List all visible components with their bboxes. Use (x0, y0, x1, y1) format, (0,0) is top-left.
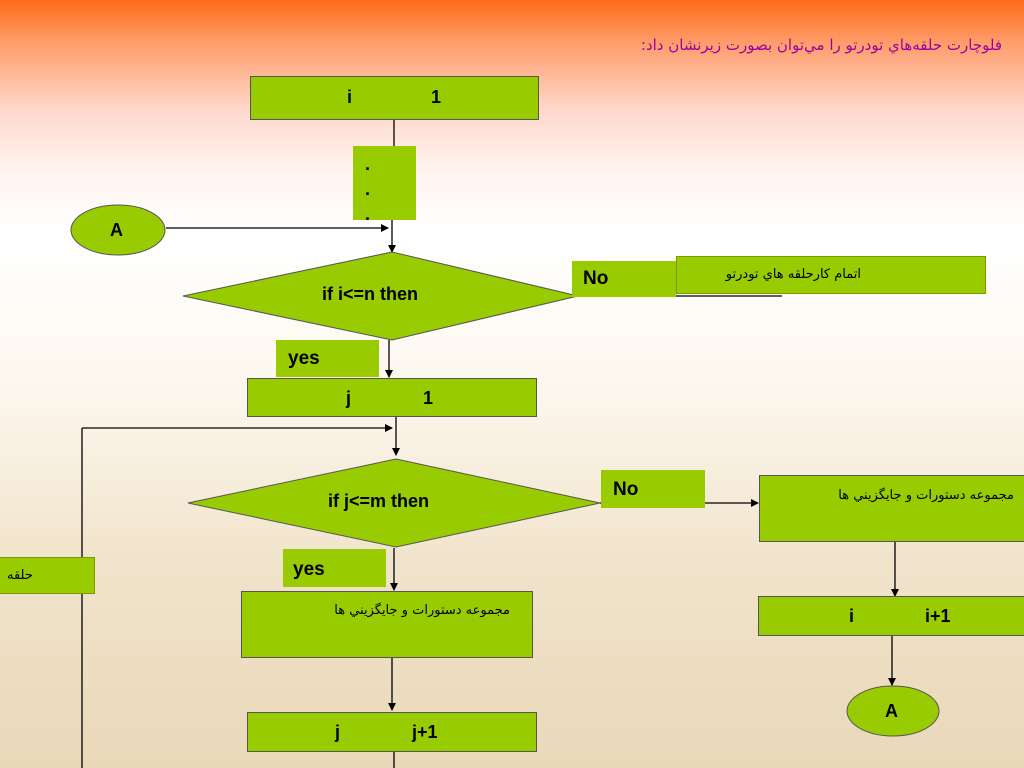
statements-inner-text: مجموعه دستورات و جايگزيني ها (334, 603, 510, 618)
no-label-i-text: No (583, 268, 609, 289)
side-label-box: حلقه (0, 557, 95, 594)
statements-right-text: مجموعه دستورات و جايگزيني ها (838, 488, 1014, 503)
box-j-init-left: j (346, 388, 352, 408)
box-i-inc-left: i (849, 606, 855, 626)
box-i-inc-right: i+1 (925, 606, 951, 626)
yes-label-j: yes (283, 549, 386, 587)
yes-label-j-text: yes (293, 559, 325, 580)
process-box-j-inc: j j+1 (247, 712, 537, 752)
no-label-i: No (572, 261, 676, 297)
decision-j-text: if j<=m then (328, 491, 430, 511)
box-i-init-left: i (347, 87, 353, 107)
page-title: فلوچارت حلقه‌هاي تودرتو را مي‌توان بصورت… (640, 36, 1002, 54)
process-box-i-init: i 1 (250, 76, 539, 120)
no-label-j-text: No (613, 479, 639, 500)
yes-label-i: yes (276, 340, 379, 377)
connector-a-right-label: A (885, 701, 898, 721)
box-j-init-right: 1 (423, 388, 434, 408)
process-box-j-init: j 1 (247, 378, 537, 417)
decision-diamond-j (187, 458, 601, 548)
statements-box-right: مجموعه دستورات و جايگزيني ها (759, 475, 1024, 542)
connector-oval-a-right (846, 685, 940, 737)
box-j-inc-left: j (335, 722, 341, 742)
end-loops-box: اتمام کارحلقه هاي تودرتو (676, 256, 986, 294)
connector-a-left-label: A (110, 220, 123, 240)
side-label-text: حلقه (7, 568, 33, 583)
statements-box-inner: مجموعه دستورات و جايگزيني ها (241, 591, 533, 658)
yes-label-i-text: yes (288, 348, 320, 369)
decision-i-text: if i<=n then (322, 284, 419, 304)
connector-oval-a-left (70, 204, 166, 256)
ellipsis-dots: . . . (365, 154, 371, 224)
process-box-i-inc: i i+1 (758, 596, 1024, 636)
ellipsis-box: . . . (353, 146, 416, 224)
box-j-inc-right: j+1 (412, 722, 438, 742)
box-i-init-right: 1 (431, 87, 442, 107)
no-label-j: No (601, 470, 705, 508)
end-loops-text: اتمام کارحلقه هاي تودرتو (725, 267, 861, 282)
